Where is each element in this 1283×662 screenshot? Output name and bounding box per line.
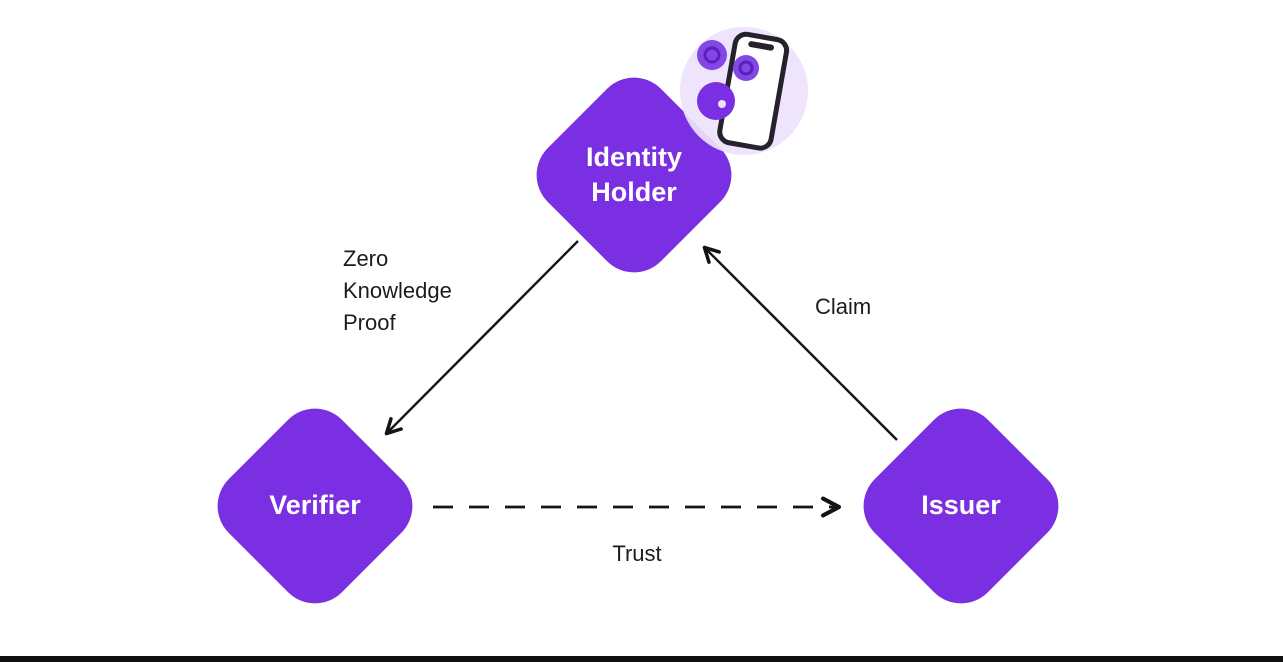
node-verifier: Verifier <box>201 392 429 620</box>
node-verifier-label: Verifier <box>269 490 361 521</box>
edge-label-zero-knowledge-proof: Zero Knowledge Proof <box>343 246 452 335</box>
node-identity-holder: Identity Holder <box>520 61 748 289</box>
edge-label-trust: Trust <box>612 541 662 566</box>
coin-icon <box>697 40 727 70</box>
node-issuer-label: Issuer <box>921 490 1001 521</box>
node-identity-holder-label: Identity Holder <box>585 141 682 207</box>
edge-label-claim: Claim <box>815 294 872 319</box>
bottom-edge-bar <box>0 656 1283 662</box>
node-issuer: Issuer <box>847 392 1075 620</box>
